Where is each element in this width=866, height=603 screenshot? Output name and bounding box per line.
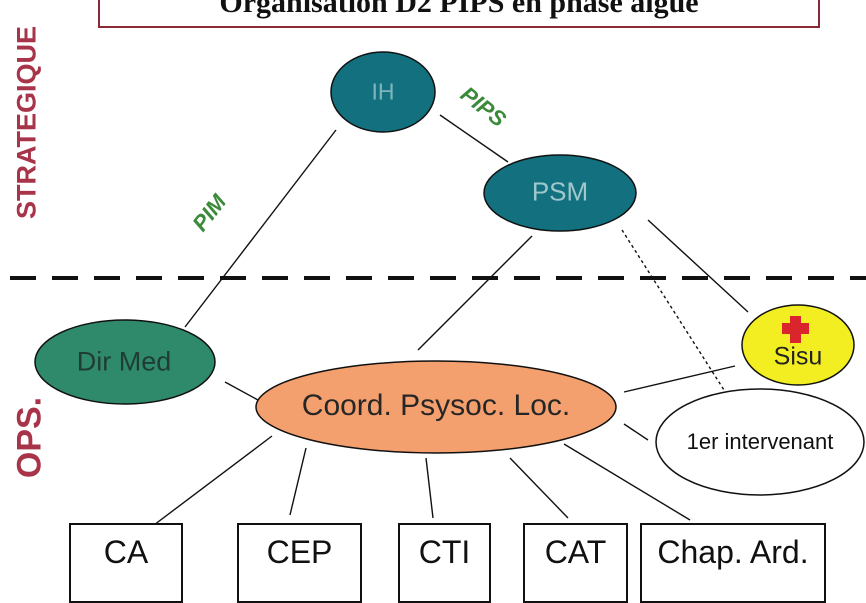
dir-med-node xyxy=(34,319,216,405)
intervenant-node xyxy=(655,388,865,496)
box-cep-label: CEP xyxy=(266,533,333,570)
box-ca-label: CA xyxy=(103,533,149,570)
box-cep: CEP xyxy=(237,523,362,603)
box-cat-label: CAT xyxy=(544,533,607,570)
red-cross-icon xyxy=(782,316,809,343)
box-cti-label: CTI xyxy=(418,533,471,570)
ops-label: OPS. xyxy=(10,396,49,479)
box-cat: CAT xyxy=(523,523,628,603)
title-box: Organisation D2 PIPS en phase aigue xyxy=(98,0,820,28)
box-cti: CTI xyxy=(398,523,491,603)
strategic-label: STRATEGIQUE xyxy=(11,26,42,220)
box-chap-ard-label: Chap. Ard. xyxy=(657,533,809,570)
diagram-title: Organisation D2 PIPS en phase aigue xyxy=(219,0,699,19)
ih-node xyxy=(330,51,436,133)
sisu-node xyxy=(741,304,855,386)
connectors xyxy=(149,114,749,529)
coord-node xyxy=(255,360,617,454)
box-chap-ard: Chap. Ard. xyxy=(640,523,826,603)
psm-node xyxy=(483,154,637,232)
box-ca: CA xyxy=(69,523,183,603)
